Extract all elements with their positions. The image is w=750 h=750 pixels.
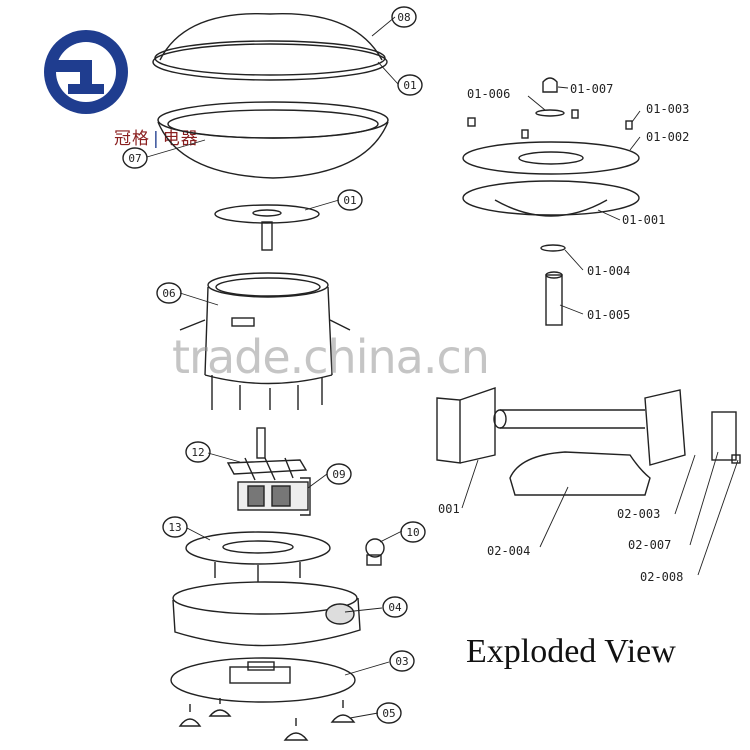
callout-01-003: 01-003 [646,102,689,116]
part-fan-plate [214,204,320,251]
part-base-plate [170,657,356,703]
part-suction-feet [178,698,356,741]
callout-02-008: 02-008 [640,570,683,584]
callout-05: 05 [382,707,395,720]
part-impeller [226,427,308,481]
callout-01-007: 01-007 [570,82,613,96]
leader-lines [146,16,739,719]
callout-01-004: 01-004 [587,264,630,278]
callout-04: 04 [388,601,402,614]
part-dome-cover [152,13,388,81]
callout-01-top: 01 [403,79,416,92]
part-base-housing [172,581,361,647]
callout-01-005: 01-005 [587,308,630,322]
callout-02-007: 02-007 [628,538,671,552]
brand-logo [44,30,128,114]
callout-circles [122,6,426,724]
callout-06: 06 [162,287,175,300]
callout-07: 07 [128,152,141,165]
part-switch-knob [365,538,385,566]
watermark-text: trade.china.cn [172,330,490,384]
part-motor-housing [179,272,351,410]
brand-name: 冠格 [114,129,150,149]
callout-01-006: 01-006 [467,87,510,101]
callout-10: 10 [406,526,419,539]
callout-03: 03 [395,655,408,668]
part-bowl [157,101,389,179]
callout-02-004: 02-004 [487,544,530,558]
callout-001: 001 [438,502,460,516]
part-top-assembly [462,77,640,326]
callout-01-001: 01-001 [622,213,665,227]
callout-09: 09 [332,468,345,481]
part-support-plate [185,531,331,582]
part-bracket-assembly [436,387,741,496]
callout-02-003: 02-003 [617,507,660,521]
callout-08: 08 [397,11,410,24]
callout-13: 13 [168,521,181,534]
callout-12: 12 [191,446,204,459]
callout-01-002: 01-002 [646,130,689,144]
callout-01-plate: 01 [343,194,356,207]
diagram-title: Exploded View [466,633,676,670]
part-motor [237,477,311,516]
